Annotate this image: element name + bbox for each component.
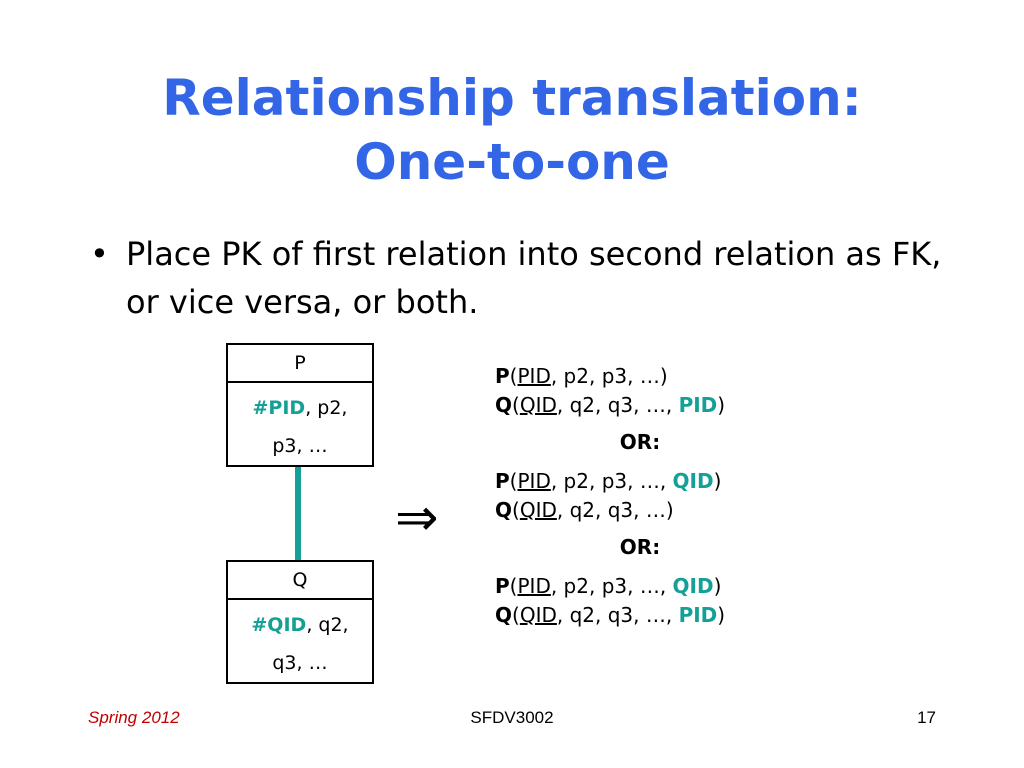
entity-p-name: P <box>228 345 372 383</box>
entity-q-attrs-1: , q2, <box>306 614 349 636</box>
schema-2-q: Q(QID, q2, q3, …) <box>495 498 674 522</box>
bullet-icon: • <box>90 235 109 273</box>
title-line-2: One-to-one <box>354 133 670 191</box>
entity-p-attrs-2: p3, … <box>272 435 328 457</box>
slide-title: Relationship translation: One-to-one <box>0 66 1024 194</box>
bullet-text: Place PK of first relation into second r… <box>126 235 942 321</box>
schema-3-q: Q(QID, q2, q3, …, PID) <box>495 603 726 627</box>
footer-page-number: 17 <box>917 708 936 727</box>
entity-q-attributes: #QID, q2, q3, … <box>228 600 372 682</box>
entity-q-key: #QID <box>251 614 307 636</box>
schema-1-q: Q(QID, q2, q3, …, PID) <box>495 393 726 417</box>
entity-p-attributes: #PID, p2, p3, … <box>228 383 372 465</box>
entity-p-box: P #PID, p2, p3, … <box>226 343 374 467</box>
schema-2-p: P(PID, p2, p3, …, QID) <box>495 469 722 493</box>
schema-options: P(PID, p2, p3, …) Q(QID, q2, q3, …, PID)… <box>495 362 795 630</box>
entity-q-attrs-2: q3, … <box>272 652 328 674</box>
or-label-2: OR: <box>619 535 661 559</box>
title-line-1: Relationship translation: <box>162 69 862 127</box>
bullet-point: • Place PK of first relation into second… <box>90 230 970 326</box>
schema-1-p: P(PID, p2, p3, …) <box>495 364 668 388</box>
entity-q-box: Q #QID, q2, q3, … <box>226 560 374 684</box>
entity-p-key: #PID <box>252 397 306 419</box>
footer-date: Spring 2012 <box>88 708 180 727</box>
entity-p-attrs-1: , p2, <box>305 397 348 419</box>
footer-course-code: SFDV3002 <box>470 708 554 727</box>
entity-q-name: Q <box>228 562 372 600</box>
or-label-1: OR: <box>619 430 661 454</box>
relationship-line <box>295 467 301 560</box>
implies-arrow-icon: ⇒ <box>395 488 439 548</box>
schema-3-p: P(PID, p2, p3, …, QID) <box>495 574 722 598</box>
